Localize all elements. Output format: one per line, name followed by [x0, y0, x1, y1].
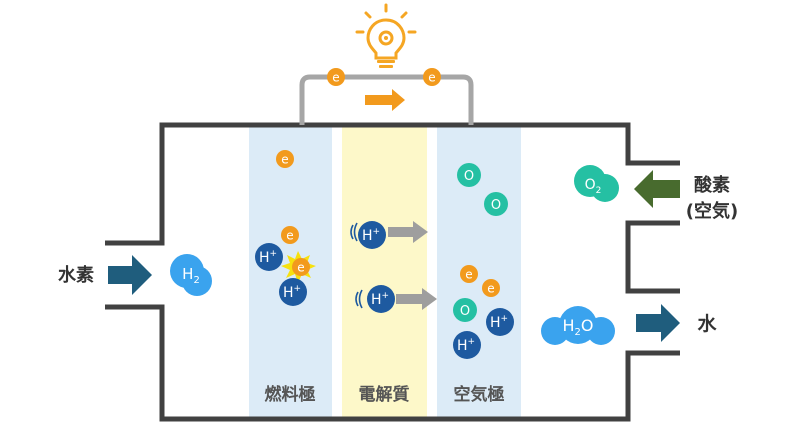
external-circuit-wire: [299, 74, 474, 125]
proton-label: H+: [362, 227, 380, 244]
electron: e: [423, 68, 441, 86]
hydrogen-input-label: 水素: [58, 264, 94, 286]
electron-group: e e e e e e e: [276, 68, 500, 297]
water-molecule: H2O: [541, 306, 615, 345]
water-outlet-arrow: [636, 304, 680, 342]
electron-label: e: [286, 229, 293, 243]
electron: e: [327, 68, 345, 86]
electron-label: e: [465, 268, 472, 282]
proton-label: H+: [457, 337, 475, 354]
oxygen-input-note: (空気): [686, 200, 738, 222]
electron-label: e: [281, 153, 288, 167]
oxygen-atom-label: O: [491, 198, 501, 213]
hydrogen-inlet-arrow: [108, 255, 152, 295]
proton-label: H+: [259, 249, 277, 266]
oxygen-atom: O: [484, 192, 508, 216]
current-direction-arrow: [365, 89, 405, 111]
oxygen-molecule-label: O2: [585, 177, 602, 196]
light-bulb-icon: [355, 3, 417, 68]
proton: H+: [367, 285, 395, 313]
proton: H+: [279, 278, 307, 306]
proton: H+: [255, 243, 283, 271]
proton: H+: [453, 331, 481, 359]
oxygen-atom-label: O: [460, 304, 470, 319]
proton-label: H+: [490, 314, 508, 331]
proton-label: H+: [283, 284, 301, 301]
oxygen-atom-group: O O O: [453, 163, 508, 322]
proton-movement-arrow: [396, 288, 437, 310]
cell-outline: [105, 122, 680, 422]
electron: e: [276, 150, 294, 168]
cathode-label: 空気極: [454, 384, 505, 405]
proton-movement-arrow: [388, 221, 428, 243]
oxygen-molecule: O2: [574, 165, 619, 202]
water-molecule-label: H2O: [563, 316, 594, 338]
electron-label: e: [428, 71, 435, 85]
electron: e: [281, 226, 299, 244]
proton-group: H+ H+ H+ H+ H+ H+: [255, 221, 514, 359]
oxygen-atom: O: [453, 298, 477, 322]
motion-lines: [350, 222, 363, 309]
electrolyte-zone: [342, 125, 427, 419]
electron: e: [292, 258, 310, 276]
oxygen-atom: O: [457, 163, 481, 187]
electron: e: [460, 265, 478, 283]
oxygen-atom-label: O: [464, 169, 474, 184]
proton: H+: [486, 308, 514, 336]
proton: H+: [358, 221, 386, 249]
anode-label: 燃料極: [265, 384, 316, 405]
proton-label: H+: [371, 291, 389, 308]
electron-label: e: [297, 261, 304, 275]
hydrogen-molecule: H2: [170, 254, 212, 296]
oxygen-input-label: 酸素: [694, 174, 730, 196]
electron: e: [482, 279, 500, 297]
electrolyte-label: 電解質: [359, 384, 410, 405]
electron-label: e: [487, 282, 494, 296]
electron-label: e: [332, 71, 339, 85]
hydrogen-molecule-label: H2: [182, 265, 200, 286]
oxygen-inlet-arrow: [634, 170, 680, 208]
water-output-label: 水: [697, 313, 717, 335]
